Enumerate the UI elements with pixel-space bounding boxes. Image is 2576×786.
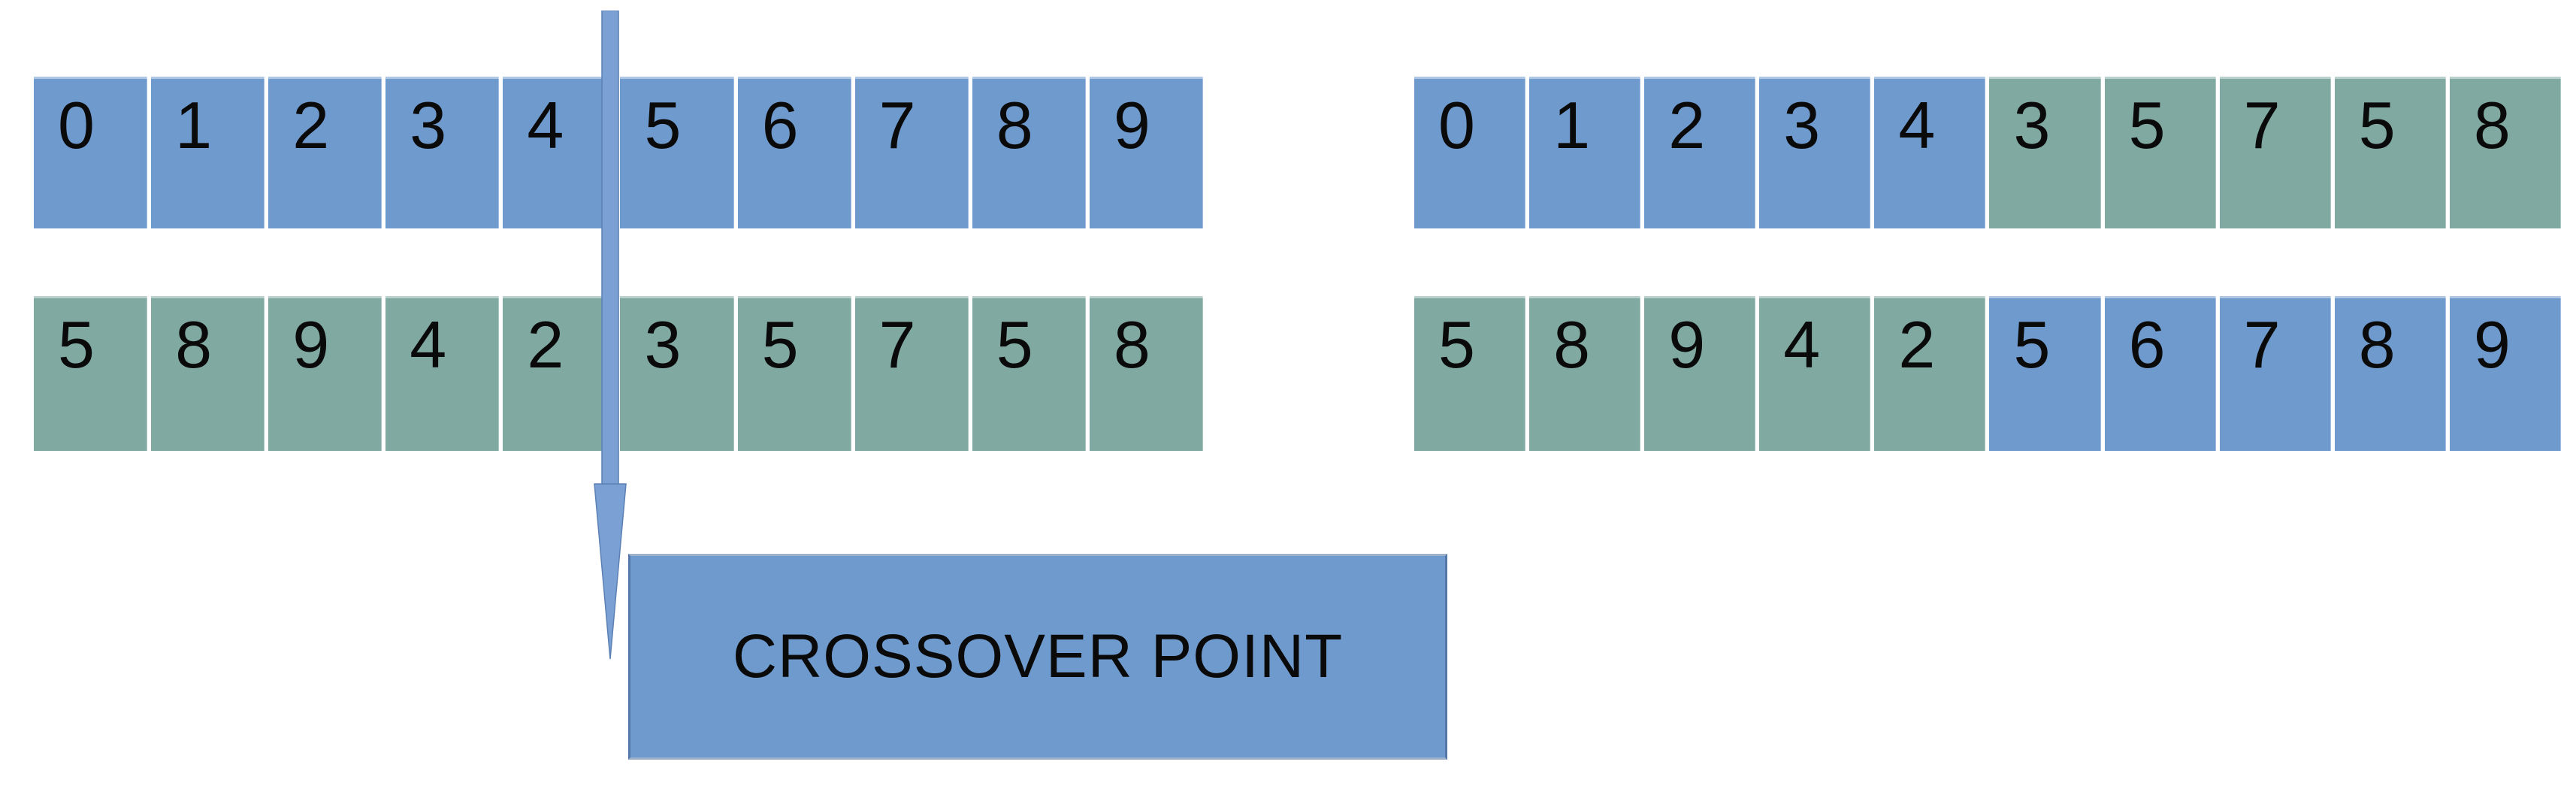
gene-cell: 8 xyxy=(2334,296,2446,451)
gene-cell: 8 xyxy=(2449,77,2561,228)
gene-cell: 1 xyxy=(1529,77,1641,228)
gene-cell: 4 xyxy=(385,296,500,451)
gene-cell: 8 xyxy=(151,296,265,451)
gene-cell: 0 xyxy=(34,77,148,228)
gene-cell: 5 xyxy=(620,77,734,228)
gene-cell: 3 xyxy=(1989,77,2101,228)
arrow-head xyxy=(594,483,627,660)
crossover-point-box: CROSSOVER POINT xyxy=(628,554,1447,760)
gene-cell: 7 xyxy=(854,296,969,451)
gene-cell: 7 xyxy=(2219,77,2331,228)
gene-cell: 9 xyxy=(1644,296,1756,451)
gene-cell: 2 xyxy=(1874,296,1986,451)
gene-cell: 3 xyxy=(620,296,734,451)
gene-cell: 8 xyxy=(1089,296,1203,451)
gene-cell: 4 xyxy=(1874,77,1986,228)
gene-cell: 5 xyxy=(34,296,148,451)
gene-cell: 9 xyxy=(1089,77,1203,228)
gene-cell: 8 xyxy=(972,77,1086,228)
gene-cell: 2 xyxy=(503,296,617,451)
gene-cell: 7 xyxy=(2219,296,2331,451)
gene-cell: 4 xyxy=(503,77,617,228)
gene-cell: 6 xyxy=(2104,296,2216,451)
arrow-shaft xyxy=(601,11,619,486)
gene-cell: 5 xyxy=(737,296,851,451)
gene-cell: 4 xyxy=(1759,296,1871,451)
gene-cell: 9 xyxy=(268,296,382,451)
gene-cell: 2 xyxy=(268,77,382,228)
gene-cell: 5 xyxy=(1414,296,1526,451)
gene-cell: 1 xyxy=(151,77,265,228)
gene-cell: 6 xyxy=(737,77,851,228)
crossover-point-arrow xyxy=(594,11,627,660)
gene-cell: 7 xyxy=(854,77,969,228)
gene-cell: 5 xyxy=(2334,77,2446,228)
gene-cell: 2 xyxy=(1644,77,1756,228)
gene-cell: 8 xyxy=(1529,296,1641,451)
gene-cell: 5 xyxy=(972,296,1086,451)
crossover-point-label: CROSSOVER POINT xyxy=(732,622,1344,691)
gene-cell: 9 xyxy=(2449,296,2561,451)
gene-cell: 3 xyxy=(385,77,500,228)
gene-cell: 0 xyxy=(1414,77,1526,228)
gene-cell: 5 xyxy=(2104,77,2216,228)
gene-cell: 3 xyxy=(1759,77,1871,228)
gene-cell: 5 xyxy=(1989,296,2101,451)
